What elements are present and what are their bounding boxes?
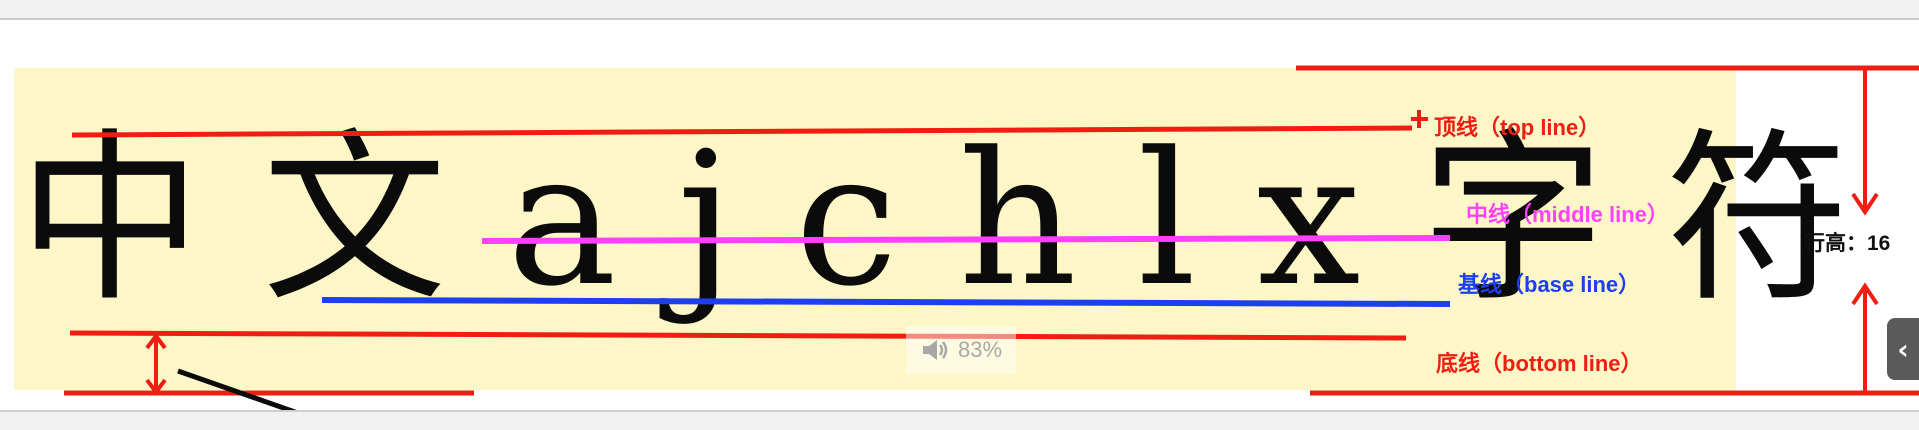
volume-indicator: 83% bbox=[906, 326, 1016, 374]
top-marker-icon bbox=[1411, 110, 1428, 128]
glyph-fu: 符 bbox=[1665, 113, 1851, 327]
top-line-label: 顶线（top line） bbox=[1434, 115, 1601, 140]
side-panel-toggle[interactable]: ‹ bbox=[1887, 318, 1919, 380]
glyph-zi: 字 bbox=[1421, 113, 1607, 327]
top-line bbox=[71, 125, 1413, 138]
sample-text: 中 文 a j c h l x 字 符 bbox=[18, 128, 1851, 312]
bottom-line bbox=[69, 330, 1407, 341]
bottom-strip bbox=[0, 410, 1919, 430]
chevron-left-icon: ‹ bbox=[1897, 332, 1909, 366]
glyph-h: h bbox=[958, 113, 1078, 327]
diagram-canvas: 中 文 a j c h l x 字 符 顶线（top bbox=[0, 20, 1919, 428]
base-line bbox=[321, 297, 1451, 307]
middle-line-label: 中线（middle line） bbox=[1466, 202, 1669, 227]
glyph-j: j bbox=[677, 113, 736, 327]
line-height-label: 行高：16 bbox=[1804, 232, 1891, 255]
glyph-zhong: 中 bbox=[18, 113, 204, 327]
leading-arrow-icon bbox=[145, 332, 167, 396]
middle-line bbox=[481, 235, 1451, 244]
glyph-c: c bbox=[794, 113, 899, 327]
line-height-lower-arrow-icon bbox=[1851, 282, 1879, 306]
speaker-icon bbox=[922, 340, 948, 360]
top-strip bbox=[0, 0, 1919, 20]
bottom-line-label: 底线（bottom line） bbox=[1436, 351, 1643, 376]
volume-percent: 83% bbox=[957, 337, 1003, 362]
glyph-wen: 文 bbox=[262, 113, 448, 327]
glyph-x: x bbox=[1256, 113, 1362, 327]
base-line-label: 基线（base line） bbox=[1458, 272, 1641, 297]
line-height-upper-arrow-icon bbox=[1851, 192, 1879, 216]
glyph-l: l bbox=[1137, 113, 1198, 327]
glyph-a: a bbox=[507, 113, 618, 327]
